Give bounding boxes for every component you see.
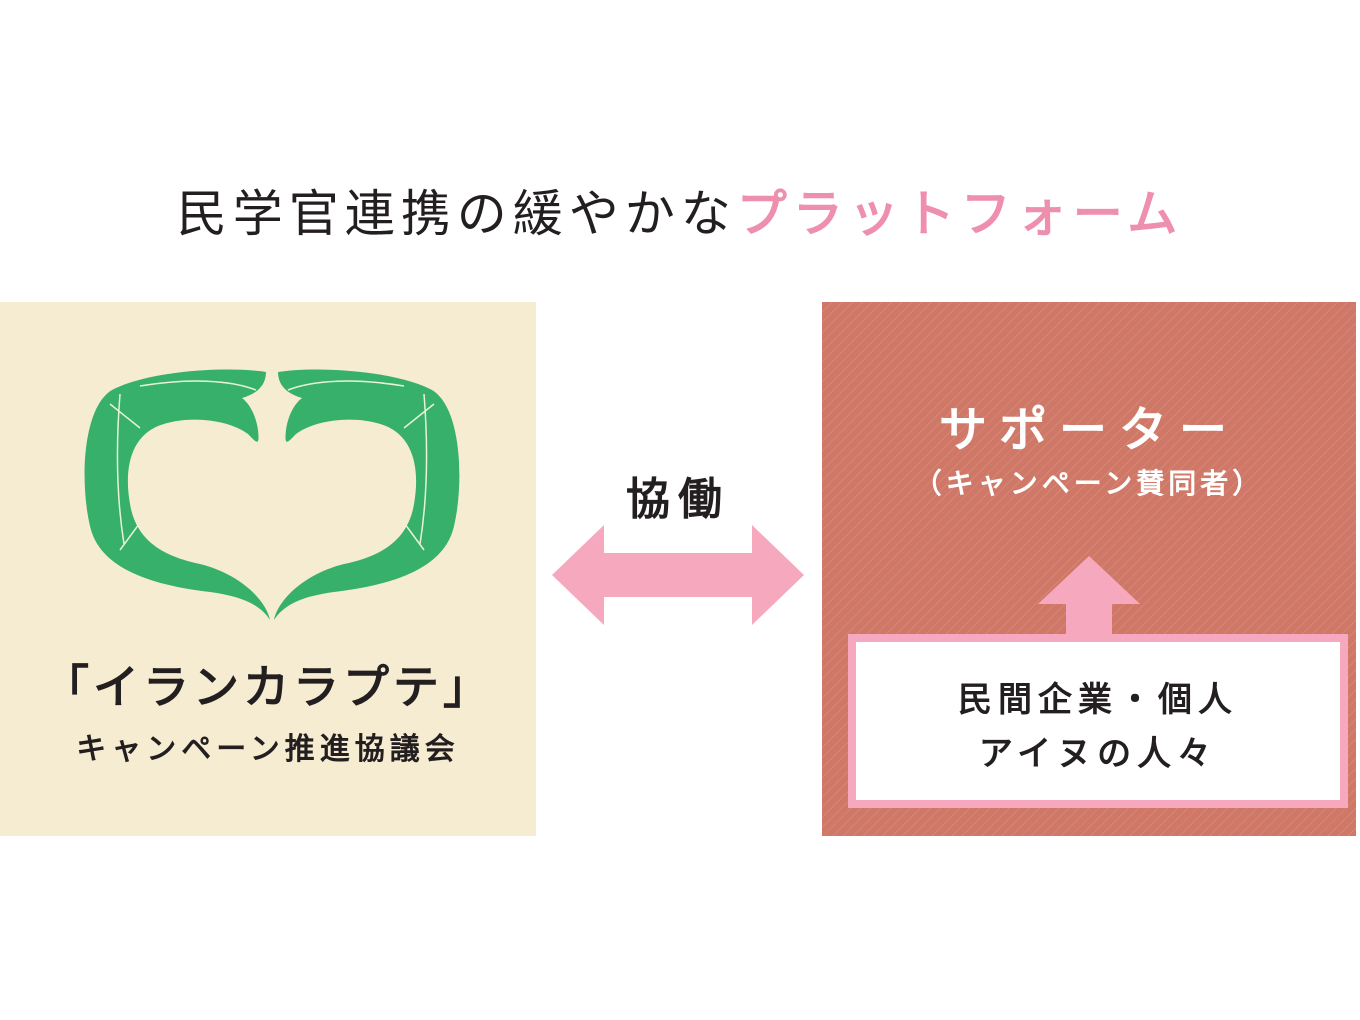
headline-main: 民学官連携の緩やかな: [176, 185, 737, 243]
headline-accent: プラットフォーム: [736, 185, 1184, 243]
up-arrow-icon: [1038, 556, 1140, 636]
council-panel: 「イランカラプテ」 キャンペーン推進協議会: [0, 302, 536, 836]
members-business-individuals: 民間企業・個人: [958, 680, 1238, 720]
members-ainu-people: アイヌの人々: [978, 734, 1218, 774]
double-arrow-icon: [552, 525, 804, 625]
council-subtitle: キャンペーン推進協議会: [76, 732, 460, 767]
supporter-panel: サポーター （キャンペーン賛同者） 民間企業・個人 アイヌの人々: [822, 302, 1356, 836]
supporter-subtitle: （キャンペーン賛同者）: [913, 467, 1265, 500]
irankarapte-logo-icon: [84, 369, 460, 620]
members-box: 民間企業・個人 アイヌの人々: [848, 634, 1348, 808]
supporter-title: サポーター: [938, 402, 1239, 458]
collaboration-label: 協働: [626, 474, 730, 525]
council-name: 「イランカラプテ」: [43, 660, 493, 714]
page-headline: 民学官連携の緩やかなプラットフォーム: [0, 178, 1360, 250]
